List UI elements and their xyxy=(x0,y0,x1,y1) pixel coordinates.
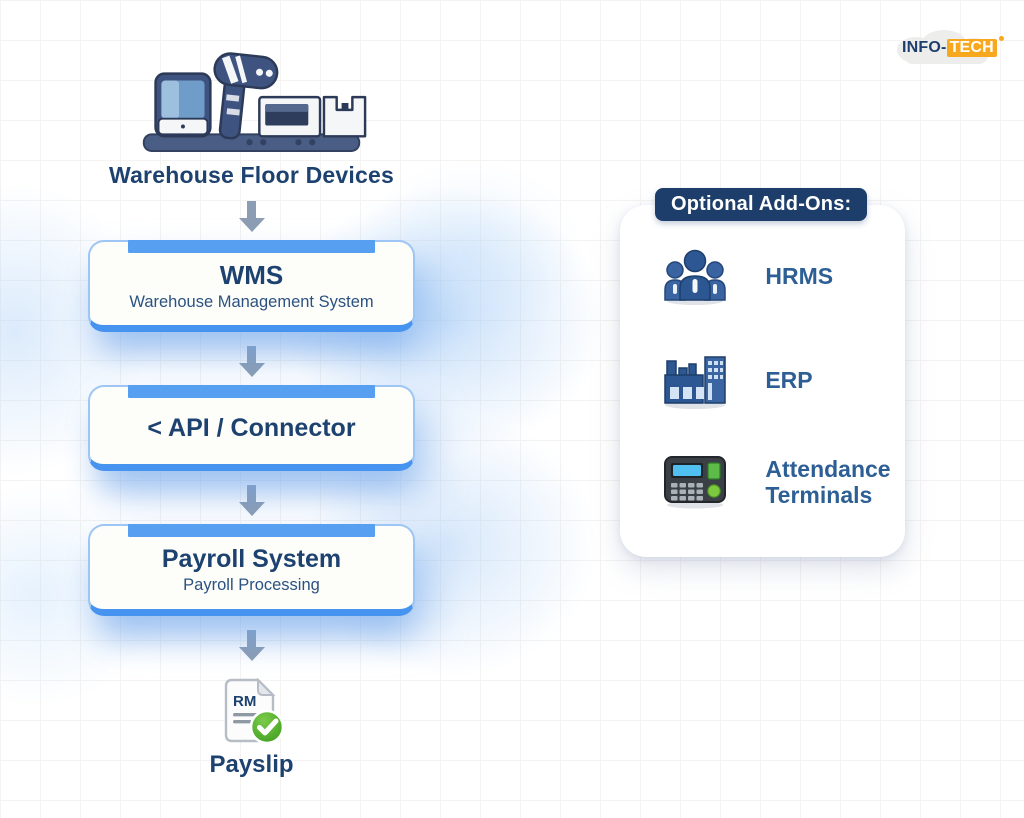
check-circle-icon xyxy=(250,709,285,745)
flow-column: Warehouse Floor Devices WMS Warehouse Ma… xyxy=(88,48,415,779)
addons-list: HRMS xyxy=(620,205,905,557)
attendance-terminal-icon xyxy=(663,456,726,509)
logo-tech-text: TECH xyxy=(946,39,997,57)
flow-arrow-3 xyxy=(238,485,265,516)
handheld-device-icon xyxy=(154,72,212,138)
flow-box-api-connector: < API / Connector xyxy=(88,385,415,471)
barcode-scanner-icon xyxy=(213,52,279,140)
infotech-logo: INFO-TECH xyxy=(892,28,1004,70)
addon-label-erp: ERP xyxy=(765,366,813,393)
logo-registered-dot xyxy=(998,36,1004,41)
addon-label-attendance: Attendance Terminals xyxy=(765,455,891,508)
payroll-title: Payroll System xyxy=(161,544,342,573)
parcel-box-icon xyxy=(322,95,367,138)
flow-box-wms: WMS Warehouse Management System xyxy=(88,240,415,332)
logo-info-text: INFO xyxy=(902,39,942,56)
flow-box-payroll: Payroll System Payroll Processing xyxy=(88,524,415,616)
payslip-document-icon: RM xyxy=(225,677,285,745)
addon-label-hrms: HRMS xyxy=(765,262,834,289)
wms-subtitle: Warehouse Management System xyxy=(129,292,374,311)
flow-arrow-1 xyxy=(238,201,265,232)
addons-header-badge: Optional Add-Ons: xyxy=(655,188,868,221)
box-accent-bar xyxy=(128,524,375,537)
flow-source-label: Warehouse Floor Devices xyxy=(109,162,394,188)
addon-item-attendance: Attendance Terminals xyxy=(660,455,905,509)
payslip-doc-text: RM xyxy=(233,693,256,710)
addon-item-erp: ERP xyxy=(660,351,905,409)
box-accent-bar xyxy=(128,240,375,253)
warehouse-devices-illustration xyxy=(142,52,367,152)
addons-panel: Optional Add-Ons: xyxy=(620,188,905,557)
flow-arrow-2 xyxy=(238,346,265,377)
logo-text: INFO-TECH xyxy=(902,36,1004,57)
payslip-output: RM Payslip xyxy=(209,677,294,779)
box-accent-bar xyxy=(128,385,375,398)
terminal-machine-icon xyxy=(258,95,322,138)
people-group-icon xyxy=(663,249,726,305)
payslip-label: Payslip xyxy=(209,751,294,778)
factory-buildings-icon xyxy=(663,356,726,409)
wms-title: WMS xyxy=(219,260,284,291)
payroll-subtitle: Payroll Processing xyxy=(183,576,320,595)
api-connector-title: < API / Connector xyxy=(147,413,356,442)
flow-arrow-4 xyxy=(238,630,265,661)
logo-hyphen: - xyxy=(941,39,947,56)
addon-item-hrms: HRMS xyxy=(660,247,905,305)
